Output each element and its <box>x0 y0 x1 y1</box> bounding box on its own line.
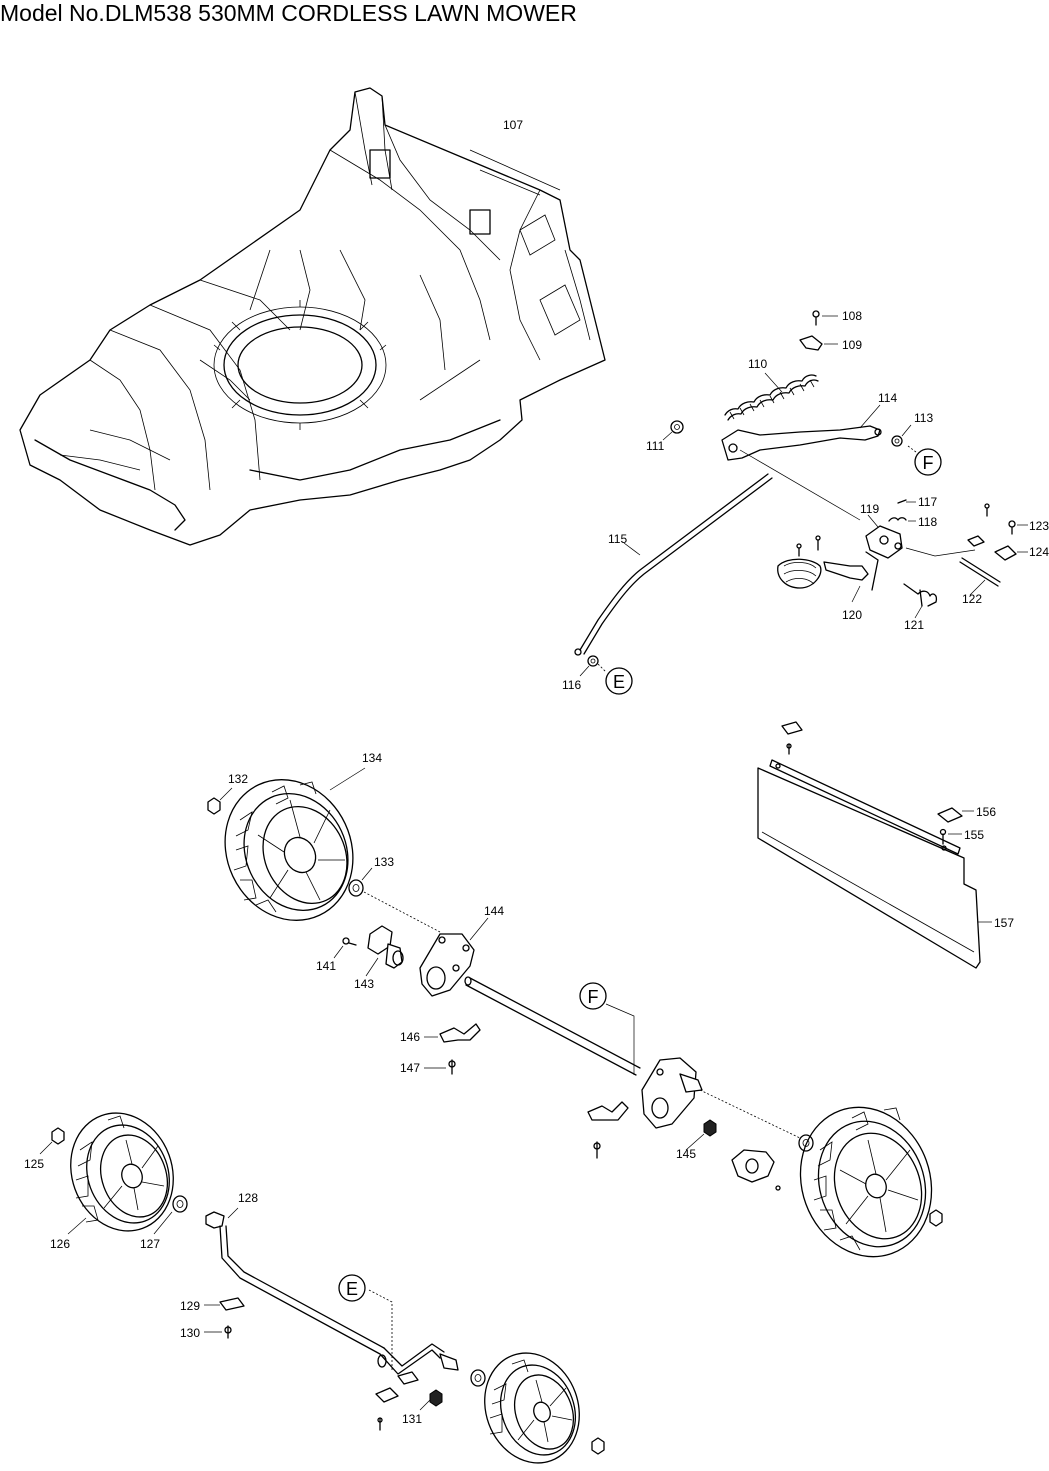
rear-wheel-134 <box>224 767 366 921</box>
screw-147 <box>424 1059 456 1075</box>
callout-123: 123 <box>1029 519 1049 533</box>
ref-f-lower-label: F <box>588 987 599 1007</box>
main-axle <box>464 976 641 1076</box>
nut-145 <box>685 1119 717 1151</box>
callout-125: 125 <box>24 1157 44 1171</box>
callout-117: 117 <box>918 495 937 509</box>
screw-130 <box>204 1325 232 1339</box>
callout-141: 141 <box>316 959 336 973</box>
screw-141 <box>333 937 357 959</box>
callout-156: 156 <box>976 805 996 819</box>
bracket-top <box>781 721 803 755</box>
ref-f-upper-label: F <box>923 453 934 473</box>
callout-labels: 107 108 109 110 111 113 114 115 116 117 … <box>24 118 1049 1426</box>
callout-111: 111 <box>646 439 665 453</box>
callout-110: 110 <box>748 357 767 371</box>
pin-122 <box>959 557 1001 596</box>
bracket-144 <box>419 917 489 997</box>
callout-145: 145 <box>676 1147 696 1161</box>
rod-115 <box>574 473 773 656</box>
callout-128: 128 <box>238 1191 258 1205</box>
ref-f-lower: F <box>579 982 607 1010</box>
front-axle-128 <box>205 1207 459 1385</box>
rear-wheel-right <box>799 1106 933 1258</box>
callout-129: 129 <box>180 1299 200 1313</box>
front-wheel-right <box>484 1352 580 1464</box>
screw-108 <box>812 310 838 326</box>
height-lever-114 <box>721 404 882 461</box>
callout-113: 113 <box>914 411 933 425</box>
bracket-109 <box>799 335 838 351</box>
callout-146: 146 <box>400 1030 420 1044</box>
washer-127 <box>153 1195 188 1235</box>
nut-111 <box>662 420 684 441</box>
screw-117 <box>897 499 916 504</box>
nut-right <box>929 1209 943 1227</box>
callout-120: 120 <box>842 608 862 622</box>
callout-109: 109 <box>842 338 862 352</box>
ref-f-upper: F <box>914 448 942 476</box>
ref-e-upper-label: E <box>613 672 625 692</box>
bracket-129 <box>204 1297 245 1311</box>
callout-147: 147 <box>400 1061 420 1075</box>
callout-131: 131 <box>402 1412 422 1426</box>
callout-107: 107 <box>503 118 523 132</box>
nut-125 <box>39 1127 65 1155</box>
callout-143: 143 <box>354 977 374 991</box>
screw-123 <box>1008 520 1028 535</box>
rear-flap-157 <box>757 759 992 969</box>
callout-114: 114 <box>878 391 897 405</box>
ref-e-lower-label: E <box>346 1279 358 1299</box>
nut-131 <box>419 1389 443 1411</box>
washer-116 <box>579 655 599 677</box>
bracket-156 <box>937 807 974 823</box>
knob-120 <box>777 535 879 603</box>
page-title: Model No.DLM538 530MM CORDLESS LAWN MOWE… <box>0 0 577 26</box>
callout-122: 122 <box>962 592 982 606</box>
latch-119 <box>865 514 903 559</box>
callout-134: 134 <box>362 751 382 765</box>
bushing-right <box>731 1149 781 1191</box>
callout-127: 127 <box>140 1237 160 1251</box>
callout-132: 132 <box>228 772 248 786</box>
callout-155: 155 <box>964 828 984 842</box>
screw-155 <box>939 828 962 845</box>
washer-133 <box>348 867 373 897</box>
callout-144: 144 <box>484 904 504 918</box>
bracket-right <box>641 1057 703 1129</box>
washer-front-right <box>470 1369 486 1387</box>
nut-front-right <box>591 1437 605 1455</box>
bracket-lower <box>587 1101 629 1159</box>
spring-118 <box>888 517 916 522</box>
callout-121: 121 <box>904 618 924 632</box>
callout-115: 115 <box>608 532 627 546</box>
ref-e-upper: E <box>605 667 633 695</box>
bracket-lower-front <box>375 1387 399 1431</box>
callout-130: 130 <box>180 1326 200 1340</box>
washer-113 <box>891 424 912 447</box>
callout-126: 126 <box>50 1237 70 1251</box>
callout-124: 124 <box>1029 545 1049 559</box>
washer-right <box>798 1134 814 1152</box>
callout-157: 157 <box>994 916 1014 930</box>
callout-118: 118 <box>918 515 937 529</box>
callout-116: 116 <box>562 678 581 692</box>
mower-deck-107 <box>19 87 606 546</box>
bracket-124 <box>994 545 1028 561</box>
callout-119: 119 <box>860 502 879 516</box>
nut-132 <box>207 787 233 815</box>
ref-e-lower: E <box>338 1274 366 1302</box>
bracket-146 <box>424 1023 481 1043</box>
callout-108: 108 <box>842 309 862 323</box>
callout-133: 133 <box>374 855 394 869</box>
front-wheel-126 <box>67 1112 174 1235</box>
spring-121 <box>903 583 938 619</box>
bushing-143 <box>365 925 404 977</box>
spring-110 <box>724 372 819 421</box>
